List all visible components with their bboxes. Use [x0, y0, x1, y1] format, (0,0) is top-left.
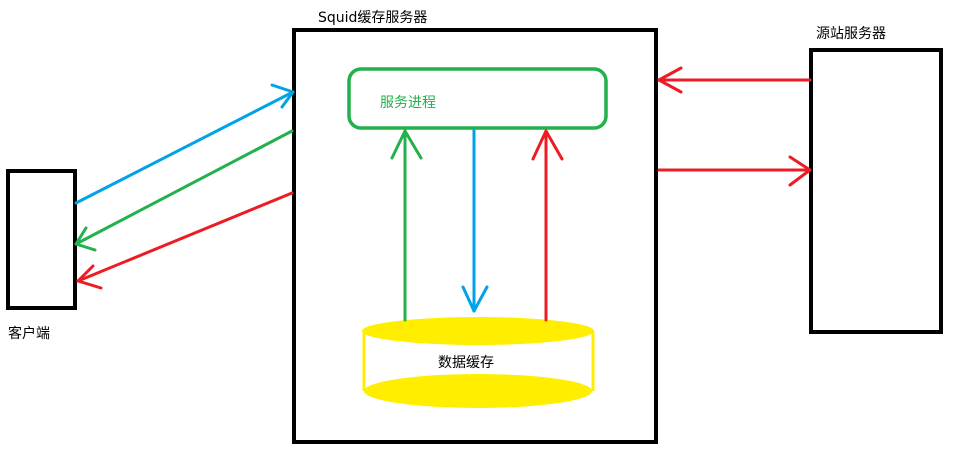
cache-top-ellipse: [362, 317, 594, 345]
blue-arrow-client-to-squid: [74, 83, 295, 205]
green-arrow-squid-to-client: [74, 129, 294, 252]
service-process-label: 服务进程: [380, 95, 436, 111]
cache-bottom-ellipse: [364, 374, 592, 408]
origin-server-box: [809, 48, 943, 334]
green-arrow-cache-to-process: [390, 129, 423, 322]
red-arrow-squid-to-client: [76, 191, 294, 290]
red-arrow-origin-to-squid: [657, 66, 812, 94]
client-label: 客户端: [8, 326, 50, 342]
squid-server-box: [292, 28, 658, 444]
red-arrow-cache-to-process: [531, 129, 564, 322]
data-cache-label: 数据缓存: [438, 355, 494, 371]
squid-server-label: Squid缓存服务器: [318, 10, 428, 26]
blue-arrow-process-to-cache: [461, 128, 489, 313]
client-box: [6, 169, 77, 310]
data-cache-cylinder: [362, 317, 595, 408]
red-arrow-squid-to-origin: [657, 155, 812, 187]
origin-server-label: 源站服务器: [816, 26, 886, 42]
service-process-box: [347, 67, 608, 130]
